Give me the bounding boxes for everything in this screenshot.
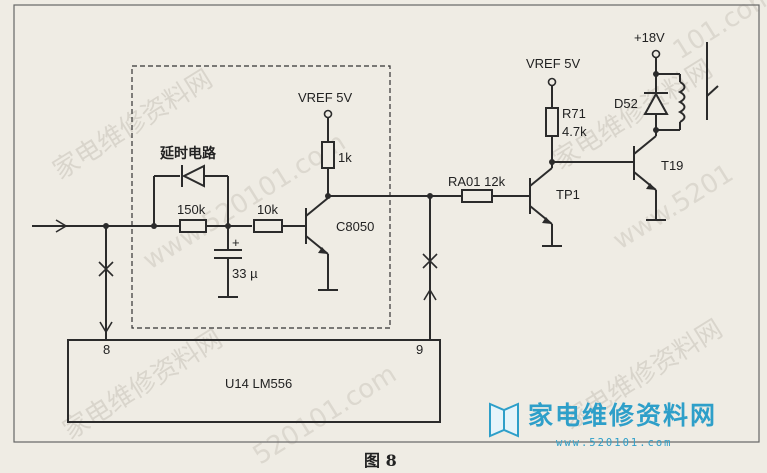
pullup-1k: VREF 5V 1k xyxy=(298,90,353,199)
pin-9-label: 9 xyxy=(416,342,423,357)
transistor-c8050: C8050 xyxy=(305,197,374,291)
resistor-ra01-label: RA01 12k xyxy=(448,174,506,189)
ic-label: U14 LM556 xyxy=(225,376,292,391)
resistor-10k: 10k xyxy=(253,202,306,233)
svg-text:+: + xyxy=(232,235,240,250)
resistor-150k: 150k xyxy=(177,202,252,233)
vref-label: VREF 5V xyxy=(298,90,353,105)
resistor-ra01: RA01 12k xyxy=(448,174,530,203)
cut-mark-icon xyxy=(98,261,114,277)
pin-8-link xyxy=(98,226,114,340)
resistor-r71: VREF 5V R71 4.7k xyxy=(526,56,587,168)
diode-d52-label: D52 xyxy=(614,96,638,111)
logo-url-text: www.520101.com xyxy=(556,437,673,449)
capacitor-label: 33 µ xyxy=(232,266,258,281)
down-arrow-icon xyxy=(99,321,113,334)
capacitor-33u: + 33 µ xyxy=(214,226,258,298)
watermark: www.5201 xyxy=(608,159,739,256)
r71-value-label: 4.7k xyxy=(562,124,587,139)
transistor-c8050-label: C8050 xyxy=(336,219,374,234)
resistor-10k-label: 10k xyxy=(257,202,278,217)
collector-line xyxy=(328,193,462,340)
watermark: 家电维修资料网 xyxy=(58,324,228,446)
watermark: 家电维修资料网 xyxy=(48,64,218,186)
r71-label: R71 xyxy=(562,106,586,121)
figure-caption: 图 8 xyxy=(364,451,397,470)
site-logo: 家电维修资料网 www.520101.com xyxy=(489,401,717,449)
transistor-tp1-label: TP1 xyxy=(556,187,580,202)
up-arrow-icon xyxy=(423,288,437,301)
figure-frame xyxy=(13,4,760,443)
transistor-tp1: TP1 xyxy=(529,167,580,247)
watermark: 101.com xyxy=(668,0,767,66)
input-arrow-icon xyxy=(55,219,68,233)
v18-label: +18V xyxy=(634,30,665,45)
ic-u14 xyxy=(67,339,441,423)
transistor-t19: T19 xyxy=(633,135,683,221)
vref-right-label: VREF 5V xyxy=(526,56,581,71)
delay-diode: 延时电路 xyxy=(153,145,229,226)
transistor-t19-label: T19 xyxy=(661,158,683,173)
relay-coil xyxy=(677,81,686,123)
relay-section: +18V D52 xyxy=(614,30,719,136)
resistor-150k-label: 150k xyxy=(177,202,206,217)
logo-chinese-text: 家电维修资料网 xyxy=(528,401,717,430)
delay-circuit-label: 延时电路 xyxy=(159,145,217,162)
cut-mark-icon xyxy=(422,253,438,269)
resistor-1k-label: 1k xyxy=(338,150,352,165)
pin-8-label: 8 xyxy=(103,342,110,357)
